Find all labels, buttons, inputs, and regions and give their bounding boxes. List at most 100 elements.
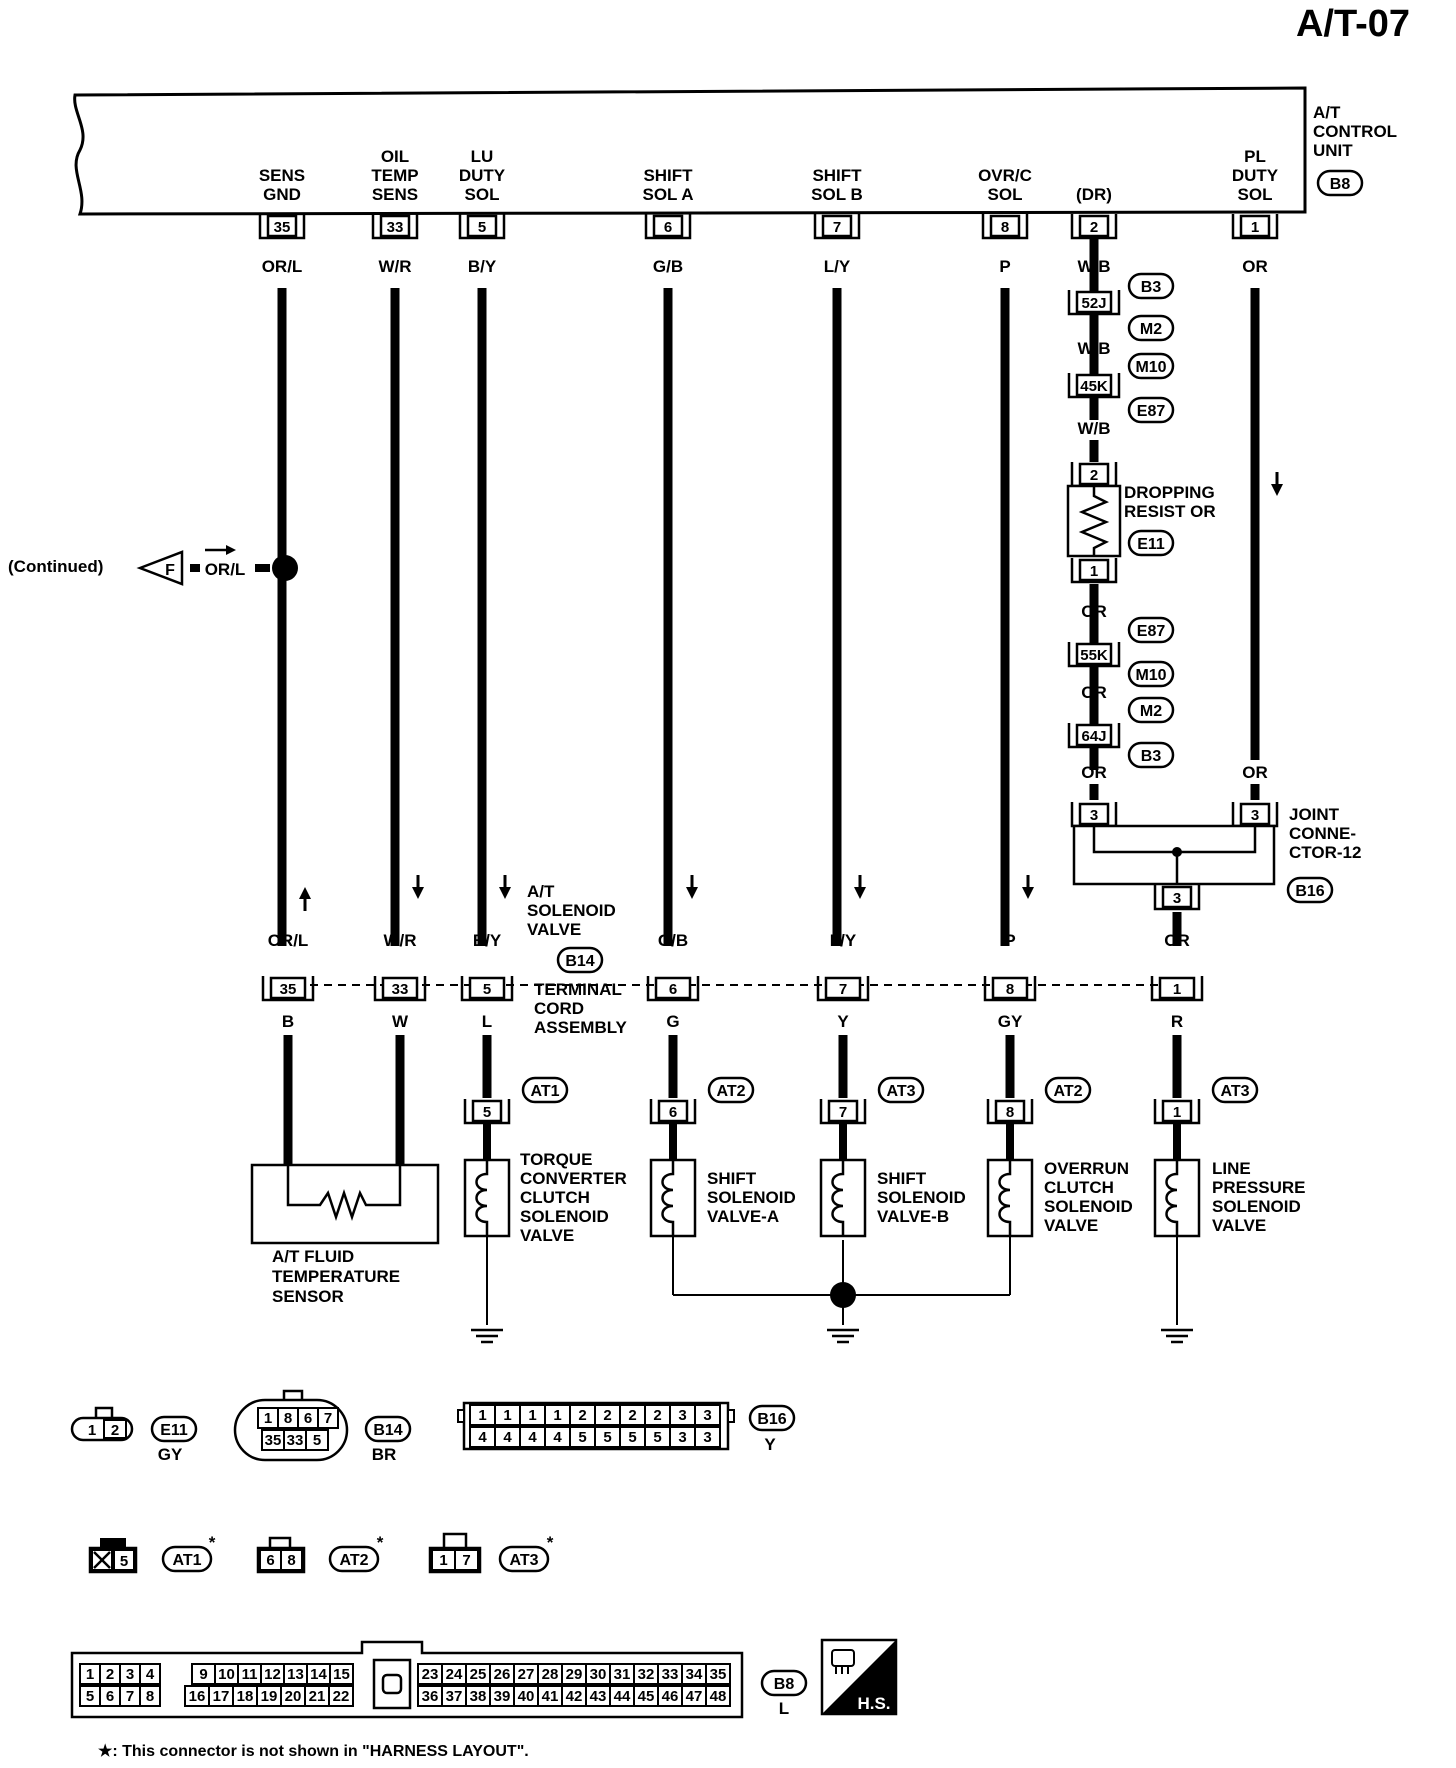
legend-b14-top-pin: 8 [284, 1410, 292, 1427]
terminal-lower-wire-1: W [392, 1012, 409, 1031]
legend-at1-code-code: AT1 [172, 1552, 201, 1569]
dr-wire-color-6: OR [1081, 763, 1107, 782]
legend-b16-top-pin: 2 [653, 1407, 661, 1424]
legend-b16-bottom-pin: 5 [578, 1429, 586, 1446]
joint-label-line: CONNE- [1289, 824, 1356, 843]
terminal-pin-1-cell [381, 976, 419, 1000]
dr-conn-64j-code-2-code: B3 [1141, 748, 1162, 765]
comp-coil-2-winding [831, 1160, 845, 1236]
comp-label-1-line: SOLENOID [707, 1188, 796, 1207]
dr-conn-52j-code-1-oval [1127, 272, 1175, 300]
ecu-label-shift-b-line: SOL B [811, 185, 863, 204]
dr-conn-52j: 52J [1067, 290, 1121, 316]
comp-label-1-line: SHIFT [707, 1169, 757, 1188]
dr-conn-64j-code-2: B3 [1127, 741, 1175, 769]
legend-b16-top-pin: 3 [703, 1407, 711, 1424]
control-unit-code: B8 [1316, 169, 1364, 197]
terminal-upper-wire-1: W/R [383, 931, 416, 950]
dr-conn-55k-code-2-oval [1127, 660, 1175, 688]
dr-conn-64j-code-1: M2 [1127, 696, 1175, 724]
solenoid-valve-label-line: VALVE [527, 920, 581, 939]
ecu-pin-shift-b-bracket [813, 214, 861, 240]
continued-label: (Continued) [8, 557, 103, 576]
legend-b8-top-mid-pin: 10 [218, 1666, 235, 1683]
legend-b8-top-left-pin: 2 [106, 1666, 114, 1683]
legend-b8-bottom-right-pin: 39 [494, 1688, 511, 1705]
comp-coil-4 [1153, 1158, 1201, 1238]
legend-b8-top-mid-pin: 13 [287, 1666, 304, 1683]
legend-b8-top-right-pin: 26 [494, 1666, 511, 1683]
terminal-cord-label-line: CORD [534, 999, 584, 1018]
comp-code-4-code: AT3 [1220, 1083, 1249, 1100]
comp-label-4-line: PRESSURE [1212, 1178, 1306, 1197]
legend-b14-top-pin: 7 [324, 1410, 332, 1427]
dr-conn-52j-code-2-code: M2 [1140, 321, 1162, 338]
legend-at3-star: * [547, 1533, 554, 1552]
legend-b16-bottom-pin: 3 [703, 1429, 711, 1446]
terminal-pin-1-pin: 33 [392, 981, 409, 998]
comp-pin-3: 8 [986, 1099, 1034, 1125]
joint-code-oval [1286, 876, 1334, 904]
legend-b8-bottom-right-pin: 48 [710, 1688, 727, 1705]
dr-conn-55k-code-2-code: M10 [1135, 667, 1166, 684]
legend-b8-top-mid-pin: 12 [264, 1666, 281, 1683]
legend-b8-bottom-left-pin: 7 [126, 1688, 134, 1705]
legend-b8-code-oval [760, 1669, 808, 1697]
ecu-pin-oil-temp-cell [379, 214, 411, 238]
fluid-sensor-box [250, 1163, 440, 1245]
comp-pin-1-pin: 6 [669, 1104, 677, 1121]
terminal-pin-0: 35 [261, 976, 315, 1002]
legend-b14-bottom-cell [305, 1429, 329, 1451]
terminal-upper-wire-0: OR/L [268, 931, 309, 950]
legend-b16-code-oval [748, 1404, 796, 1432]
ecu-pin-oil-temp: 33 [371, 214, 419, 240]
comp-label-4-line: LINE [1212, 1159, 1251, 1178]
flow-arrow-lu-duty [499, 875, 511, 899]
legend-b8-top-right-pin: 35 [710, 1666, 727, 1683]
comp-label-0-line: CONVERTER [520, 1169, 627, 1188]
ecu-pin-dr: 2 [1070, 214, 1118, 240]
flow-arrow-shift-a [686, 875, 698, 899]
ecu-label-shift-a-line: SOL A [642, 185, 693, 204]
resistor-pin-bottom-pin: 1 [1090, 563, 1098, 580]
ecu-pin-lu-duty: 5 [458, 214, 506, 240]
comp-label-3-line: CLUTCH [1044, 1178, 1114, 1197]
comp-label-4-line: SOLENOID [1212, 1197, 1301, 1216]
legend-b8-bottom-mid-cell [328, 1685, 354, 1707]
legend-at3-code-code: AT3 [509, 1552, 538, 1569]
resistor-pin-bottom-bracket [1070, 558, 1118, 584]
ecu-wire-color-lu-duty: B/Y [468, 257, 497, 276]
ecu-pin-dr-pin: 2 [1090, 219, 1098, 236]
legend-at1: 5 [88, 1538, 138, 1574]
comp-code-0-oval [521, 1076, 569, 1104]
ecu-pin-shift-b-pin: 7 [833, 219, 841, 236]
resistor-pin-bottom-cell [1078, 558, 1110, 582]
comp-pin-1: 6 [649, 1099, 697, 1125]
resistor-code: E11 [1127, 529, 1175, 557]
joint-pin-left-pin: 3 [1090, 807, 1098, 824]
dr-conn-45k-code-1-oval [1127, 352, 1175, 380]
dr-conn-52j-cell [1075, 290, 1113, 314]
terminal-pin-6-pin: 1 [1173, 981, 1181, 998]
comp-pin-0-bracket [463, 1099, 511, 1125]
legend-b8-top-right-pin: 23 [422, 1666, 439, 1683]
legend-b8-bottom-mid-pin: 17 [213, 1688, 230, 1705]
splice-dot [272, 555, 298, 581]
dr-conn-52j-code-1: B3 [1127, 272, 1175, 300]
joint-pin-right-cell [1239, 802, 1271, 826]
legend-at2-star: * [377, 1533, 384, 1552]
flow-arrow-oil-temp [412, 875, 424, 899]
dr-conn-55k-code-1-oval [1127, 616, 1175, 644]
comp-pin-0: 5 [463, 1099, 511, 1125]
comp-pin-1-cell [657, 1099, 689, 1123]
dr-conn-64j: 64J [1067, 723, 1121, 749]
fluid-sensor-label-line: SENSOR [272, 1287, 344, 1306]
joint-pin-out: 3 [1153, 885, 1201, 911]
legend-b16-top-pin: 1 [553, 1407, 561, 1424]
terminal-pin-1: 33 [373, 976, 427, 1002]
